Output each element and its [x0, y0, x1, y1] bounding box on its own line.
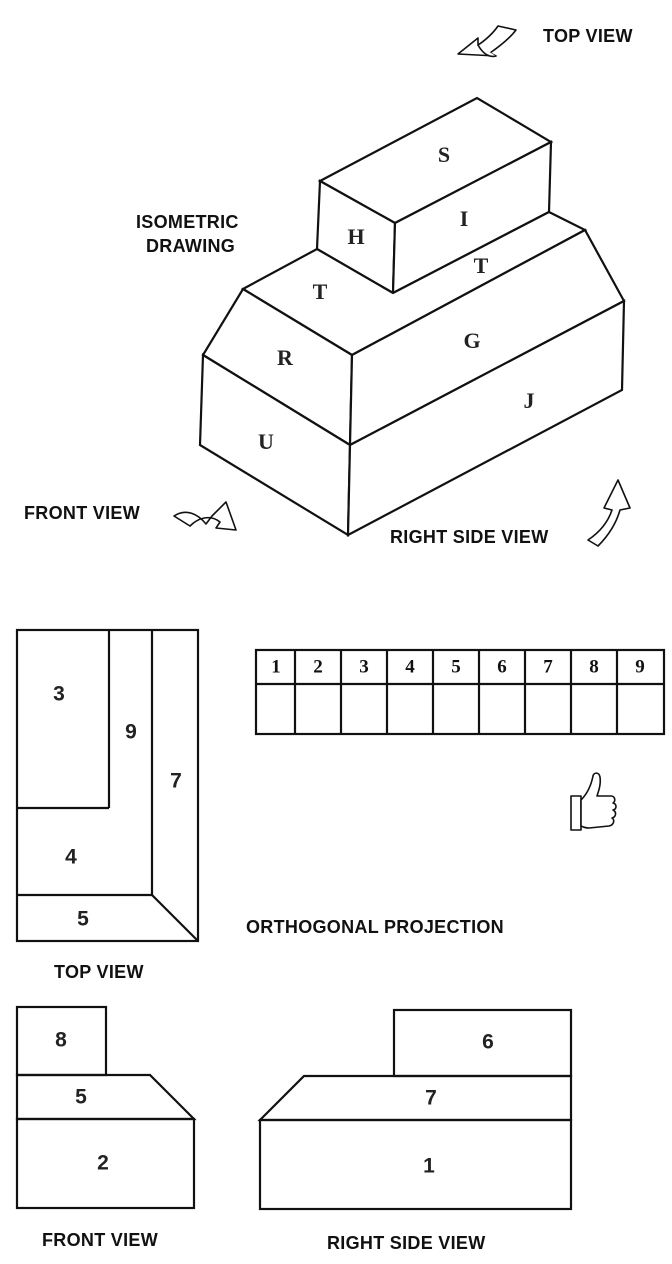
- label-top-view: TOP VIEW: [54, 962, 144, 982]
- label-front-view: FRONT VIEW: [42, 1230, 158, 1250]
- iso-letter-r: R: [277, 345, 294, 370]
- iso-letter-j: J: [524, 388, 535, 413]
- top-view-region-3: 3: [53, 683, 65, 706]
- table-header-5: 5: [451, 656, 461, 677]
- label-top-view-iso: TOP VIEW: [543, 26, 633, 46]
- iso-face-j: [346, 299, 626, 537]
- curved-arrow-icon: [173, 501, 237, 531]
- label-isometric-line2: DRAWING: [146, 236, 235, 256]
- top-view-region-9: 9: [125, 721, 137, 744]
- iso-letter-u: U: [258, 429, 274, 454]
- table-header-6: 6: [497, 656, 507, 677]
- iso-letter-h: H: [347, 224, 364, 249]
- front-view-region-8: 8: [55, 1029, 67, 1052]
- side-view-region-7: 7: [425, 1087, 437, 1110]
- label-right-side-view: RIGHT SIDE VIEW: [327, 1233, 486, 1253]
- iso-letter-t-left: T: [313, 279, 328, 304]
- label-orthogonal-projection: ORTHOGONAL PROJECTION: [246, 917, 504, 937]
- table-header-7: 7: [543, 656, 553, 677]
- side-view-region-6: 6: [482, 1031, 494, 1054]
- label-front-view-iso: FRONT VIEW: [24, 503, 140, 523]
- table-header-2: 2: [313, 656, 323, 677]
- front-view: 8 5 2: [15, 1005, 197, 1210]
- side-view-region-1: 1: [423, 1155, 435, 1178]
- label-right-side-view-iso: RIGHT SIDE VIEW: [390, 527, 549, 547]
- top-view-region-5: 5: [77, 908, 89, 931]
- top-view-region-4: 4: [65, 846, 77, 869]
- table-header-4: 4: [405, 656, 415, 677]
- isometric-drawing: S H I T T R G U J: [198, 96, 626, 537]
- label-isometric-line1: ISOMETRIC: [136, 212, 239, 232]
- table-header-9: 9: [635, 656, 645, 677]
- answer-table: 1 2 3 4 5 6 7 8 9: [254, 648, 666, 736]
- front-view-region-2: 2: [97, 1152, 109, 1175]
- right-side-view: 6 7 1: [257, 1008, 573, 1211]
- table-header-3: 3: [359, 656, 369, 677]
- front-view-region-5: 5: [75, 1086, 87, 1109]
- table-header-8: 8: [589, 656, 599, 677]
- iso-letter-t-right: T: [474, 253, 489, 278]
- top-view: 3 9 7 4 5: [15, 628, 200, 943]
- curved-arrow-icon: [457, 25, 517, 58]
- iso-letter-i: I: [460, 206, 469, 231]
- iso-letter-g: G: [463, 328, 480, 353]
- thumbs-up-icon: [570, 772, 617, 831]
- table-header-1: 1: [271, 656, 281, 677]
- curved-arrow-icon: [587, 479, 631, 547]
- top-view-region-7: 7: [170, 770, 182, 793]
- iso-letter-s: S: [438, 142, 450, 167]
